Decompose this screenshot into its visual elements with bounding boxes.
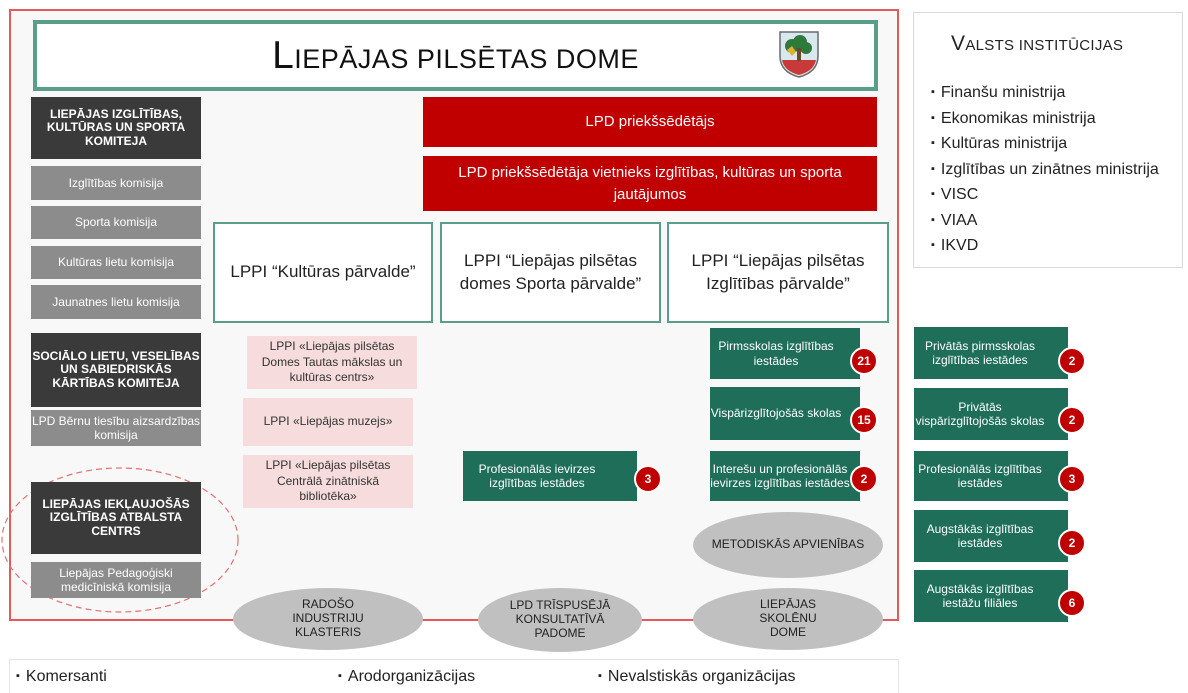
partner-businesses: Komersanti: [16, 668, 107, 686]
commission-culture: Kultūras lietu komisija: [31, 246, 201, 279]
education-culture-sport-committee: LIEPĀJAS IZGLĪTĪBAS, KULTŪRAS UN SPORTA …: [31, 97, 201, 159]
state-item-ikvd: IKVD: [931, 234, 1159, 260]
page-title: LIEPĀJAS PILSĒTAS DOME: [272, 34, 639, 78]
state-institutions-title: VALSTS INSTITŪCIJAS: [951, 32, 1123, 56]
private-unit-vocational: Profesionālās izglītības iestādes: [914, 451, 1068, 501]
education-unit-general-schools: Vispārizglītojošās skolas: [710, 387, 860, 440]
count-badge-private-vocational: 3: [1058, 465, 1086, 493]
count-badge-higher-education-branches: 6: [1058, 589, 1086, 617]
state-item-viaa: VIAA: [931, 209, 1159, 235]
methodological-associations: METODISKĀS APVIENĪBAS: [693, 512, 883, 578]
count-badge-general-schools: 15: [850, 406, 878, 434]
partners-bar: Komersanti Arodorganizācijas Nevalstiskā…: [9, 659, 899, 693]
social-health-committee: SOCIĀLO LIETU, VESELĪBAS UN SABIEDRISKĀS…: [31, 333, 201, 407]
private-unit-general-schools: Privātās vispārizglītojošās skolas: [914, 388, 1068, 440]
count-badge-sport-vocational: 3: [634, 465, 662, 493]
private-unit-preschool: Privātās pirmsskolas izglītības iestādes: [914, 327, 1068, 379]
coat-of-arms-icon: [778, 30, 820, 78]
education-unit-interest-vocational: Interešu un profesionālās ievirzes izglī…: [710, 451, 860, 501]
childrens-rights-commission: LPD Bērnu tiesību aizsardzības komisija: [31, 410, 201, 446]
state-title-rest: ALSTS INSTITŪCIJAS: [965, 37, 1124, 54]
private-unit-higher-education: Augstākās izglītības iestādes: [914, 510, 1068, 562]
private-unit-higher-education-branches: Augstākās izglītības iestāžu filiāles: [914, 570, 1068, 622]
page-title-initial: L: [272, 33, 295, 77]
creative-industries-cluster: RADOŠO INDUSTRIJU KLASTERIS: [233, 588, 423, 650]
commission-education: Izglītības komisija: [31, 166, 201, 200]
count-badge-private-preschool: 2: [1058, 347, 1086, 375]
page-title-box: LIEPĀJAS PILSĒTAS DOME: [33, 20, 878, 91]
count-badge-private-general: 2: [1058, 406, 1086, 434]
partner-ngos: Nevalstiskās organizācijas: [598, 668, 796, 686]
partner-trade-unions: Arodorganizācijas: [338, 668, 475, 686]
commission-youth: Jaunatnes lietu komisija: [31, 285, 201, 319]
department-sport: LPPI “Liepājas pilsētas domes Sporta pār…: [440, 222, 661, 323]
culture-unit-library: LPPI «Liepājas pilsētas Centrālā zinātni…: [243, 455, 413, 508]
culture-unit-museum: LPPI «Liepājas muzejs»: [243, 398, 413, 446]
students-council: LIEPĀJAS SKOLĒNU DOME: [693, 588, 883, 650]
count-badge-preschool: 21: [850, 347, 878, 375]
inclusive-education-support-centre: LIEPĀJAS IEKĻAUJOŠĀS IZGLĪTĪBAS ATBALSTA…: [31, 482, 201, 554]
state-item-culture: Kultūras ministrija: [931, 132, 1159, 158]
state-title-initial: V: [951, 32, 966, 55]
state-item-finance: Finanšu ministrija: [931, 81, 1159, 107]
page-title-rest: IEPĀJAS PILSĒTAS DOME: [294, 43, 639, 74]
state-institutions-list: Finanšu ministrija Ekonomikas ministrija…: [931, 81, 1159, 260]
count-badge-higher-education: 2: [1058, 529, 1086, 557]
pedagogical-medical-commission: Liepājas Pedagoģiski medicīniskā komisij…: [31, 562, 201, 598]
culture-unit-folk-art-centre: LPPI «Liepājas pilsētas Domes Tautas māk…: [247, 336, 417, 389]
count-badge-interest-vocational: 2: [850, 465, 878, 493]
sport-unit-vocational: Profesionālās ievirzes izglītības iestād…: [463, 451, 637, 501]
tripartite-consultative-council: LPD TRĪSPUSĒJĀ KONSULTATĪVĀ PADOME: [478, 588, 642, 652]
department-education: LPPI “Liepājas pilsētas Izglītības pārva…: [667, 222, 889, 323]
state-item-education-science: Izglītības un zinātnes ministrija: [931, 158, 1159, 184]
state-item-economics: Ekonomikas ministrija: [931, 107, 1159, 133]
chairperson-box: LPD priekšsēdētājs: [423, 97, 877, 147]
state-institutions-panel: VALSTS INSTITŪCIJAS Finanšu ministrija E…: [913, 12, 1183, 268]
deputy-chair-box: LPD priekšsēdētāja vietnieks izglītības,…: [423, 156, 877, 211]
state-item-visc: VISC: [931, 183, 1159, 209]
education-unit-preschool: Pirmsskolas izglītības iestādes: [710, 328, 860, 379]
department-culture: LPPI “Kultūras pārvalde”: [213, 222, 433, 323]
commission-sport: Sporta komisija: [31, 206, 201, 239]
dashed-ellipse: [0, 465, 242, 615]
